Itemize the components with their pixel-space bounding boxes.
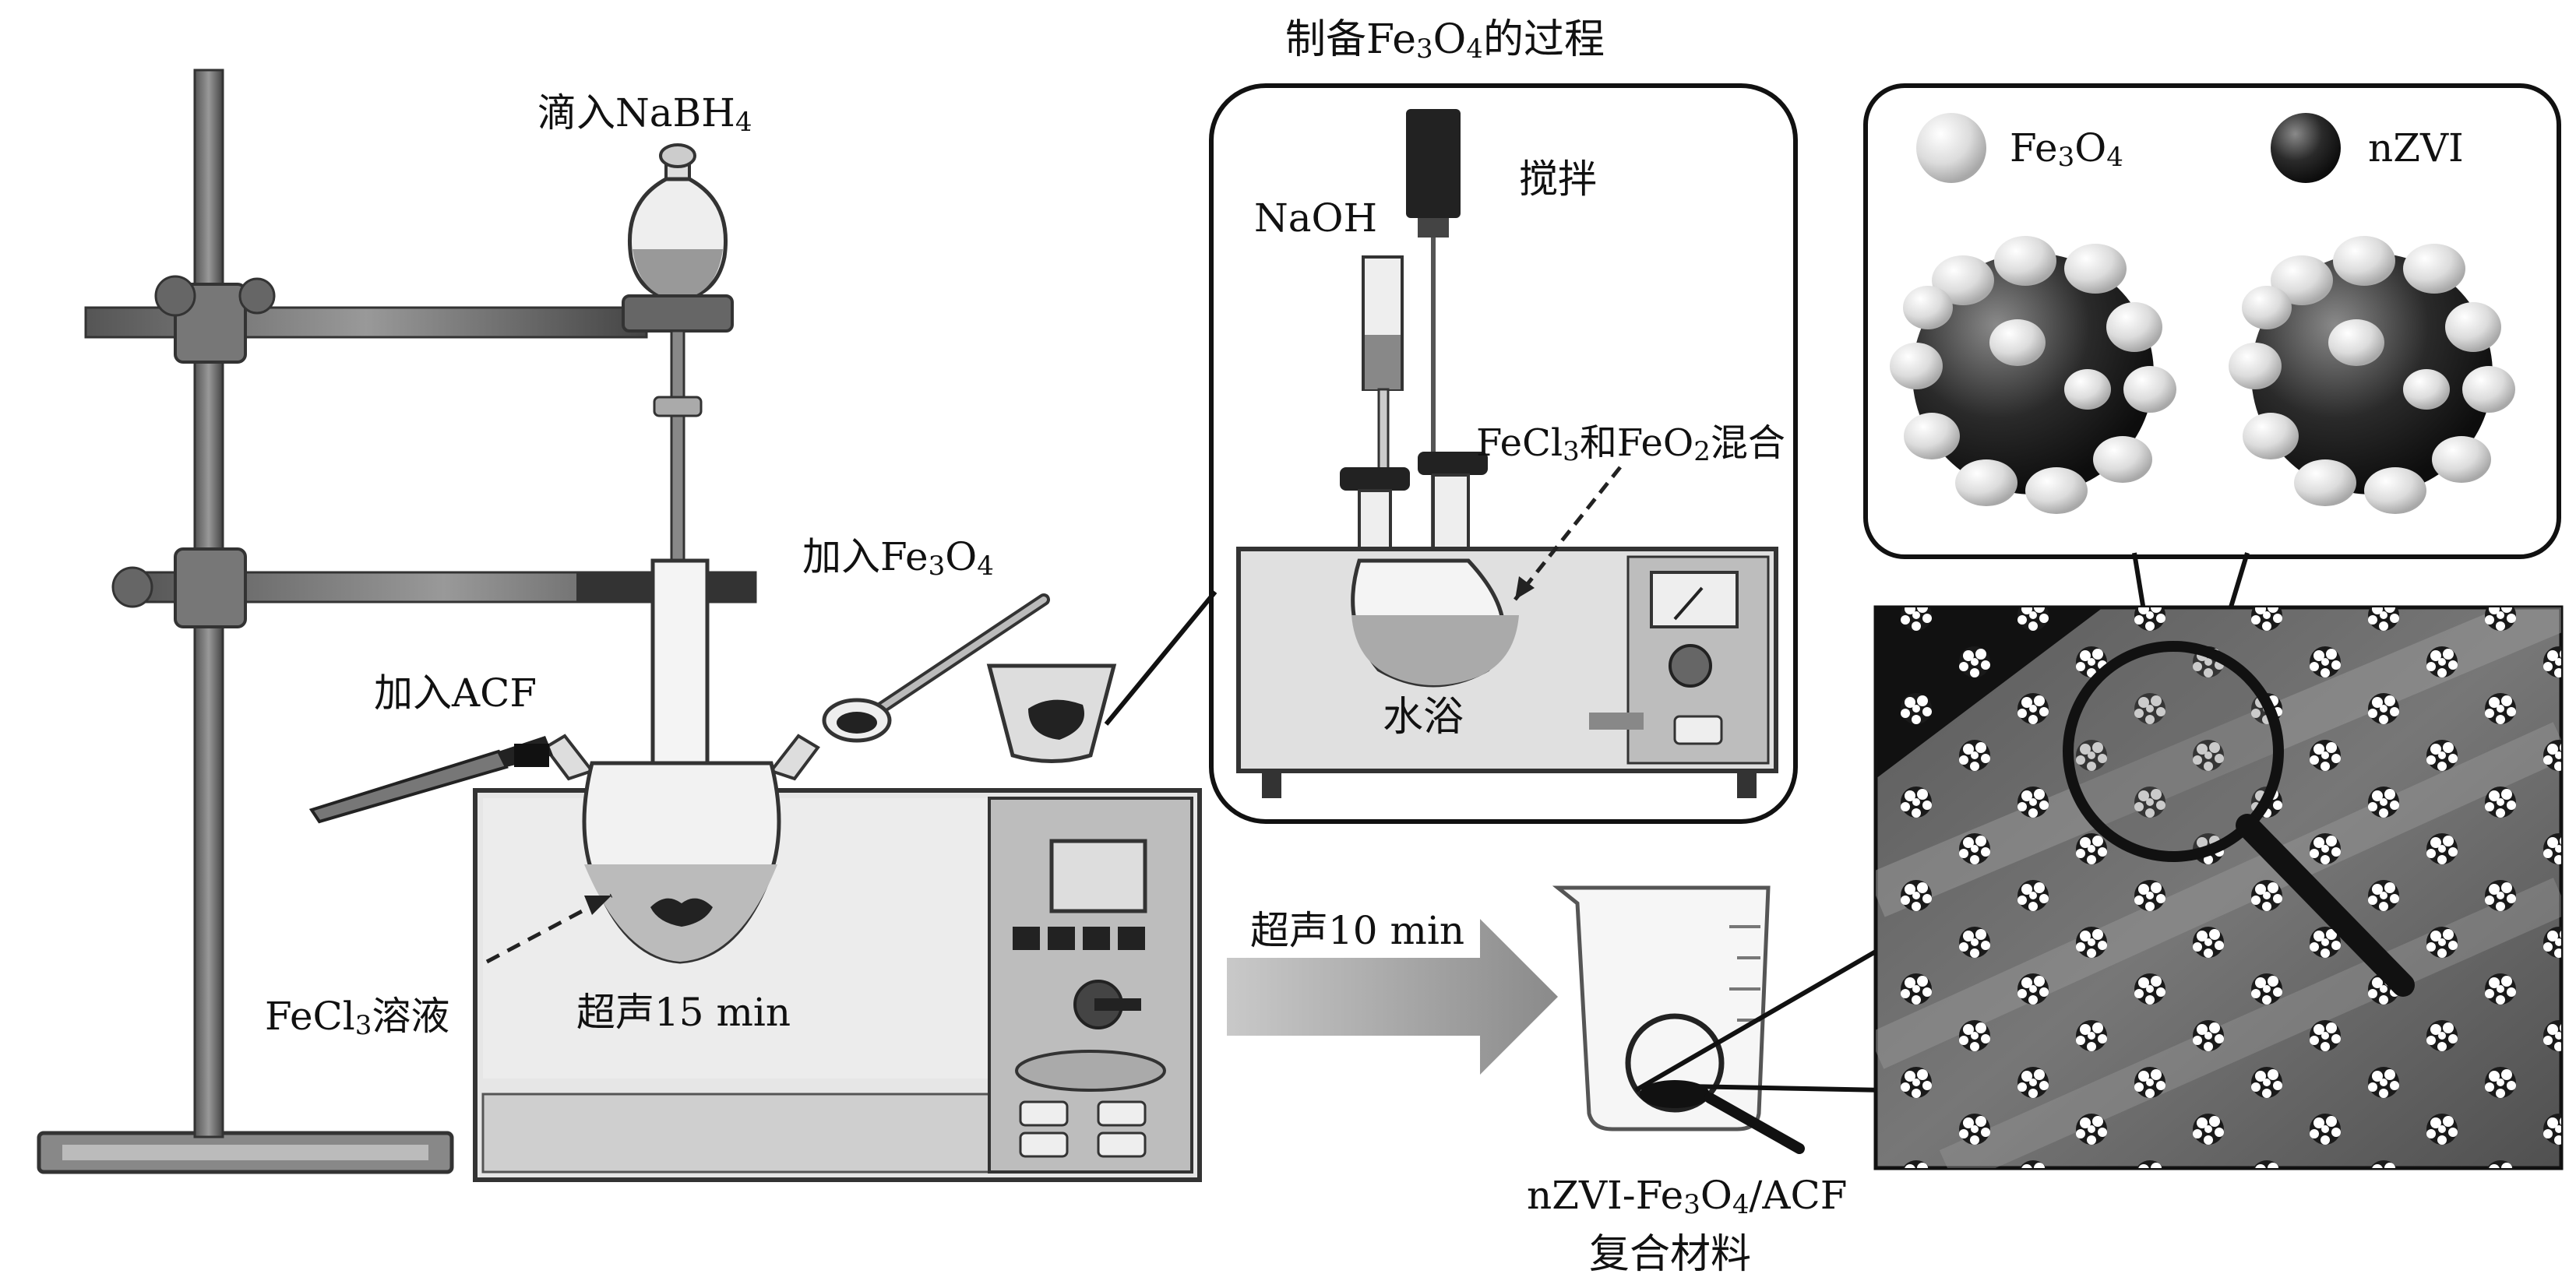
label-ultrasound-15: 超声15 min (576, 990, 791, 1035)
label-drip-nabh4: 滴入NaBH4 (537, 90, 752, 138)
legend-label-fe3o4: Fe3O4 (2010, 125, 2123, 173)
label-naoh: NaOH (1254, 195, 1378, 241)
separatory-funnel-icon (622, 143, 734, 597)
nzvi-legend-icon (2271, 113, 2341, 183)
label-add-fe3o4: 加入Fe3O4 (802, 534, 994, 582)
tweezers-icon (308, 736, 553, 824)
label-water-bath: 水浴 (1383, 694, 1464, 741)
process-arrow (1227, 919, 1558, 1075)
composite-particle-right (2229, 236, 2515, 514)
composite-particle-left (1890, 236, 2176, 514)
fe3o4-preparation-inset (1104, 83, 1798, 824)
label-product-desc: 复合材料 (1589, 1231, 1752, 1278)
label-fecl3-feo2-mix: FeCl3和FeO2混合 (1476, 421, 1785, 467)
label-product-name: nZVI-Fe3O4/ACF (1527, 1173, 1848, 1220)
legend-label-nzvi: nZVI (2368, 125, 2464, 171)
label-add-acf: 加入ACF (374, 670, 537, 716)
title-fe3o4-process: 制备Fe3O4的过程 (1285, 16, 1605, 65)
sem-image (1873, 605, 2564, 1170)
label-stir: 搅拌 (1519, 157, 1597, 202)
label-fecl3-solution: FeCl3溶液 (265, 994, 450, 1041)
fe3o4-legend-icon (1916, 113, 1986, 183)
beaker-icon (1552, 885, 1887, 1154)
label-ultrasound-10: 超声10 min (1250, 908, 1465, 953)
nanoparticle-legend-panel (1863, 83, 2561, 721)
ultrasonic-machine (473, 761, 1202, 1182)
spoon-dish-icon (822, 593, 1117, 763)
magnifier-icon (2063, 641, 2284, 862)
three-neck-flask-icon (543, 558, 820, 781)
